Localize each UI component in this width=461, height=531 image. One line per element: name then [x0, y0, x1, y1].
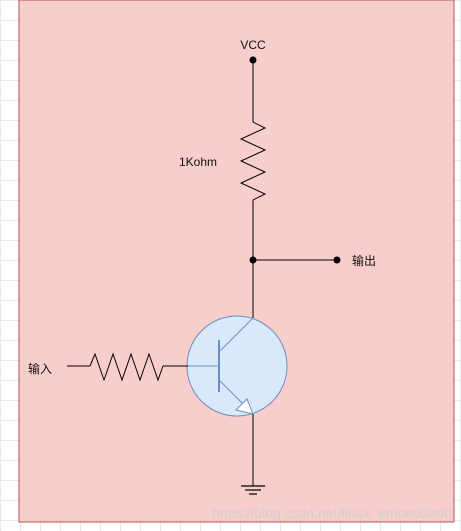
resistor-label: 1Kohm — [179, 155, 217, 169]
emitter-arrow — [235, 398, 254, 415]
watermark: https://blog.csdn.net/linux_embedded0 — [212, 505, 452, 521]
output-terminal — [333, 256, 341, 264]
output-label: 输出 — [352, 253, 376, 268]
ground-icon — [241, 485, 265, 495]
background-panel — [18, 0, 455, 523]
base-resistor — [89, 352, 164, 382]
transistor-collector-lead — [218, 317, 254, 353]
vcc-label: VCC — [240, 38, 266, 52]
collector-resistor — [239, 121, 267, 201]
npn-transistor — [186, 315, 288, 417]
input-label: 输入 — [28, 361, 52, 376]
